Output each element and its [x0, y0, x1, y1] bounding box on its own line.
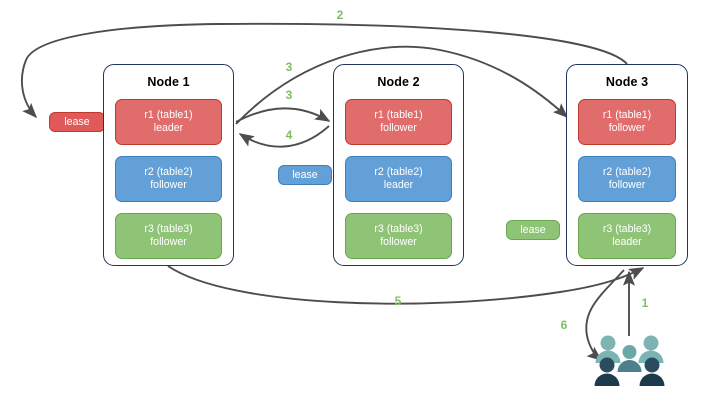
replica-line2: follower [380, 122, 417, 134]
lease-badge-blue[interactable]: lease [278, 165, 332, 185]
replica-line1: r2 (table2) [374, 165, 423, 178]
replica-line2: leader [153, 122, 184, 134]
node-3-container[interactable]: Node 3 r1 (table1) follower r2 (table2) … [566, 64, 688, 266]
edge-label-3b: 3 [285, 88, 293, 102]
replica-line1: r1 (table1) [374, 108, 423, 121]
lease-badge-green[interactable]: lease [506, 220, 560, 240]
replica-line2: follower [608, 122, 646, 134]
lease-label: lease [520, 224, 546, 236]
replica-line2: leader [383, 179, 414, 191]
replica-line2: follower [380, 236, 417, 248]
lease-label: lease [64, 116, 90, 128]
node-1-title: Node 1 [147, 75, 190, 89]
edge-3-upper-path [235, 107, 331, 123]
replica-n2-r2[interactable]: r2 (table2) leader [345, 156, 452, 202]
replica-line2: follower [150, 236, 187, 248]
edge-label-2: 2 [336, 8, 344, 22]
edge-label-3a: 3 [285, 60, 293, 74]
replica-n3-r3[interactable]: r3 (table3) leader [578, 213, 676, 259]
replica-line2: follower [608, 179, 646, 191]
node-3-title: Node 3 [605, 75, 649, 89]
replica-line2: follower [150, 179, 187, 191]
node-2-title: Node 2 [377, 75, 420, 89]
replica-n1-r2[interactable]: r2 (table2) follower [115, 156, 222, 202]
replica-line1: r1 (table1) [602, 108, 652, 121]
replica-line1: r3 (table3) [602, 222, 652, 235]
replica-n3-r2[interactable]: r2 (table2) follower [578, 156, 676, 202]
replica-n2-r1[interactable]: r1 (table1) follower [345, 99, 452, 145]
node-2-container[interactable]: Node 2 r1 (table1) follower r2 (table2) … [333, 64, 464, 266]
replica-line1: r3 (table3) [144, 222, 193, 235]
lease-badge-red[interactable]: lease [49, 112, 105, 132]
replica-n2-r3[interactable]: r3 (table3) follower [345, 213, 452, 259]
replica-n1-r3[interactable]: r3 (table3) follower [115, 213, 222, 259]
replica-line1: r1 (table1) [144, 108, 193, 121]
replica-line1: r3 (table3) [374, 222, 423, 235]
edge-label-6: 6 [560, 318, 568, 332]
replica-line2: leader [612, 236, 642, 248]
edge-label-4: 4 [285, 128, 293, 142]
replica-n1-r1[interactable]: r1 (table1) leader [115, 99, 222, 145]
node-1-container[interactable]: Node 1 r1 (table1) leader r2 (table2) fo… [103, 64, 234, 266]
users-icon [594, 335, 665, 386]
replica-line1: r2 (table2) [144, 165, 193, 178]
replica-n3-r1[interactable]: r1 (table1) follower [578, 99, 676, 145]
lease-label: lease [292, 169, 318, 181]
edge-label-5: 5 [394, 294, 402, 308]
edge-label-1: 1 [641, 296, 649, 310]
replica-line1: r2 (table2) [602, 165, 652, 178]
